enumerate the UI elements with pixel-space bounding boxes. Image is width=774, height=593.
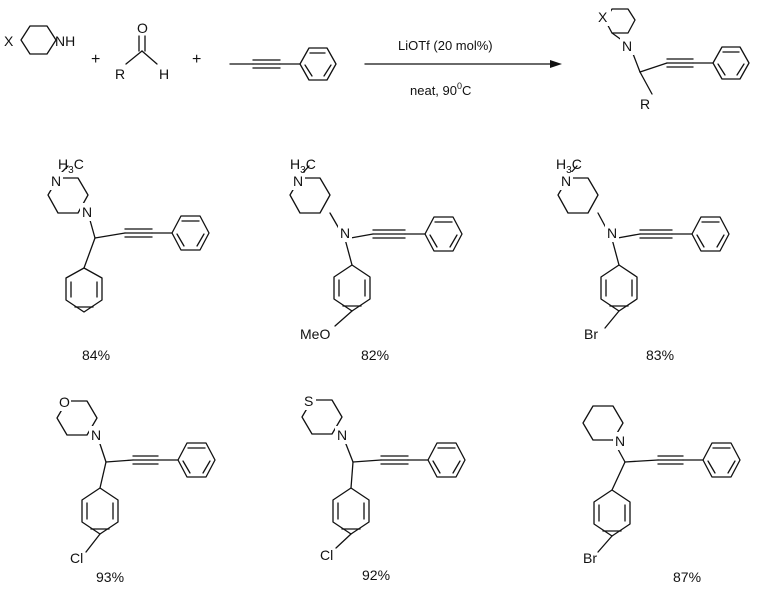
product-general: X N R	[596, 8, 750, 112]
product-4-structure: O N Cl	[56, 393, 216, 566]
product-3-methyl-label: H3C	[556, 156, 582, 176]
product-4-yield: 93%	[96, 569, 124, 585]
product-3-structure: N N H3C Br	[556, 156, 730, 342]
product-3-yield: 83%	[646, 347, 674, 363]
aldehyde-h-label: H	[159, 66, 169, 82]
product-5-structure: S N Cl	[301, 392, 466, 563]
product-5-substituent: Cl	[320, 547, 333, 563]
reaction-arrow	[364, 60, 562, 68]
product-2-n1-label: N	[293, 173, 303, 189]
temperature-label: neat, 900C	[410, 81, 471, 98]
product-3-n2-label: N	[607, 225, 617, 241]
product-x-label: X	[598, 9, 608, 25]
product-1-methyl-label: H3C	[58, 156, 84, 176]
product-2-n2-label: N	[340, 225, 350, 241]
plus-sign-1: +	[91, 51, 100, 68]
amine-ring	[20, 25, 57, 55]
product-4-o-label: O	[59, 394, 70, 410]
aldehyde-o-label: O	[137, 20, 148, 36]
product-1-structure: N N H3C	[47, 156, 210, 313]
product-2-yield: 82%	[361, 347, 389, 363]
catalyst-label: LiOTf (20 mol%)	[398, 38, 493, 53]
product-r-label: R	[640, 96, 650, 112]
product-4-n-label: N	[91, 427, 101, 443]
product-6-n-label: N	[615, 433, 625, 449]
product-1-n2-label: N	[82, 204, 92, 220]
product-2-substituent: MeO	[300, 326, 330, 342]
product-1-yield: 84%	[82, 347, 110, 363]
aldehyde-reagent: O R H	[115, 20, 169, 82]
amine-nh-label: NH	[55, 33, 75, 49]
product-3-substituent: Br	[584, 326, 598, 342]
product-6-structure: N Br	[582, 405, 741, 566]
product-n-label: N	[622, 38, 632, 54]
product-2-methyl-label: H3C	[290, 156, 316, 176]
phenylacetylene-reagent	[229, 47, 337, 81]
product-5-yield: 92%	[362, 567, 390, 583]
amine-reagent: X NH	[2, 25, 75, 55]
plus-sign-2: +	[192, 51, 201, 68]
product-5-n-label: N	[337, 427, 347, 443]
product-5-s-label: S	[304, 393, 313, 409]
aldehyde-r-label: R	[115, 66, 125, 82]
product-4-substituent: Cl	[70, 550, 83, 566]
product-6-substituent: Br	[583, 550, 597, 566]
product-6-yield: 87%	[673, 569, 701, 585]
product-3-n1-label: N	[561, 173, 571, 189]
amine-x-label: X	[4, 33, 14, 49]
product-1-n1-label: N	[51, 173, 61, 189]
product-2-structure: N N H3C MeO	[289, 156, 463, 342]
